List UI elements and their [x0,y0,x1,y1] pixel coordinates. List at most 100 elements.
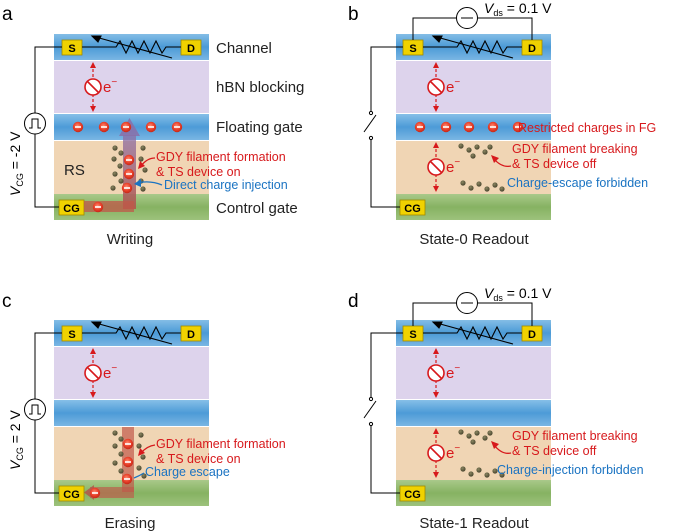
pulse-source-icon [24,112,46,135]
variable-resistor-icon [423,35,522,59]
vds-label: Vds = 0.1 V [484,285,552,303]
hbn-layer [54,347,209,399]
panel-caption: Writing [107,231,153,248]
rs-arrowhead-down [433,186,439,192]
panel-a: a S D CG e− [2,4,304,248]
annotation-red-line2: & TS device on [156,452,241,466]
annotation-red-line2: & TS device off [512,444,597,458]
panel-c: c S D CG e− [2,291,286,531]
annotation-red-line1: GDY filament breaking [512,142,638,156]
forbidden-icon [427,444,445,462]
floating-gate-layer [396,400,551,426]
annotation-red-arrowhead [138,448,145,456]
arrowhead-down [433,106,439,112]
source-label: S [409,43,416,55]
control-gate-electrode-label: CG [63,489,80,501]
electron-symbol: e− [103,77,117,96]
electron-symbol: e− [103,363,117,382]
source-label: S [68,329,75,341]
control-gate-electrode-label: CG [404,203,421,215]
drain-label: D [187,329,195,341]
rs-layer [396,427,551,480]
open-switch-circuit [363,46,403,208]
panel-caption: State-0 Readout [419,231,529,248]
drain-label: D [528,329,536,341]
panel-d: d S D CG Vds = 0.1 V [348,285,644,531]
control-gate-electrode-label: CG [404,489,421,501]
open-switch-circuit [363,332,403,494]
gate-voltage-label: VCG = -2 V [7,131,25,196]
variable-resistor-icon [423,321,522,345]
readout-circuit [412,17,533,40]
rs-arrowhead-up [433,142,439,148]
annotation-red-arrowhead [491,441,499,449]
electron-symbol: e− [446,77,460,96]
hbn-layer [396,347,551,399]
annotation-blue: Charge-injection forbidden [497,463,644,477]
hbn-layer [54,61,209,113]
panel-letter: b [348,4,359,25]
annotation-red-line2: & TS device on [156,165,241,179]
hbn-layer [396,61,551,113]
electron-symbol: e− [446,443,460,462]
pulse-source-icon [24,398,46,421]
panel-letter: c [2,291,12,312]
panel-letter: a [2,4,13,25]
forbidden-icon [84,78,102,96]
electron-symbol: e− [446,363,460,382]
rs-arrowhead-up [433,428,439,434]
current-source-icon [456,7,478,29]
readout-circuit [412,302,533,326]
annotation-red-line1: GDY filament formation [156,437,286,451]
variable-resistor-icon [82,35,181,59]
label-control-gate: Control gate [216,200,298,217]
label-channel: Channel [216,40,272,57]
electron-symbol: e− [446,157,460,176]
annotation-red-line1: GDY filament formation [156,150,286,164]
forbidden-icon [427,158,445,176]
switch-contact-top [368,110,374,116]
arrowhead-down [90,392,96,398]
switch-contact-bottom [368,135,374,141]
source-label: S [409,329,416,341]
vds-label: Vds = 0.1 V [484,0,552,18]
arrowhead-up [90,62,96,68]
rs-arrowhead-down [433,472,439,478]
label-hbn-blocking: hBN blocking [216,79,304,96]
arrowhead-down [433,392,439,398]
current-source-icon [456,292,478,314]
charge-escape-path-horizontal [90,487,134,498]
floating-gate-layer [54,400,209,426]
annotation-blue: Charge-escape forbidden [507,176,648,190]
panel-caption: State-1 Readout [419,515,529,531]
arrowhead-down [90,106,96,112]
annotation-red-line2: & TS device off [512,157,597,171]
drain-label: D [187,43,195,55]
annotation-blue: Direct charge injection [164,178,288,192]
annotation-red-arrowhead [138,161,145,169]
forbidden-icon [427,78,445,96]
forbidden-icon [427,364,445,382]
annotation-red-arrowhead [491,155,499,163]
annotation-blue-arrowhead [134,179,141,187]
forbidden-icon [84,364,102,382]
gate-bias-circuit [34,46,62,208]
variable-resistor-icon [82,321,181,345]
switch-contact-bottom [368,421,374,427]
switch-contact-top [368,396,374,402]
annotation-blue-arrow [133,472,145,479]
arrowhead-up [433,62,439,68]
drain-label: D [528,43,536,55]
label-floating-gate: Floating gate [216,119,303,136]
annotation-red-line1: GDY filament breaking [512,429,638,443]
panel-letter: d [348,291,359,312]
panel-b: b S D CG Vds = 0.1 V [348,0,656,248]
gate-bias-circuit [34,332,62,494]
gate-voltage-label: VCG = 2 V [7,410,25,470]
source-label: S [68,43,75,55]
charge-injection-path-horizontal [84,201,134,212]
arrowhead-up [433,348,439,354]
label-rs: RS [64,162,85,179]
panel-caption: Erasing [105,515,156,531]
